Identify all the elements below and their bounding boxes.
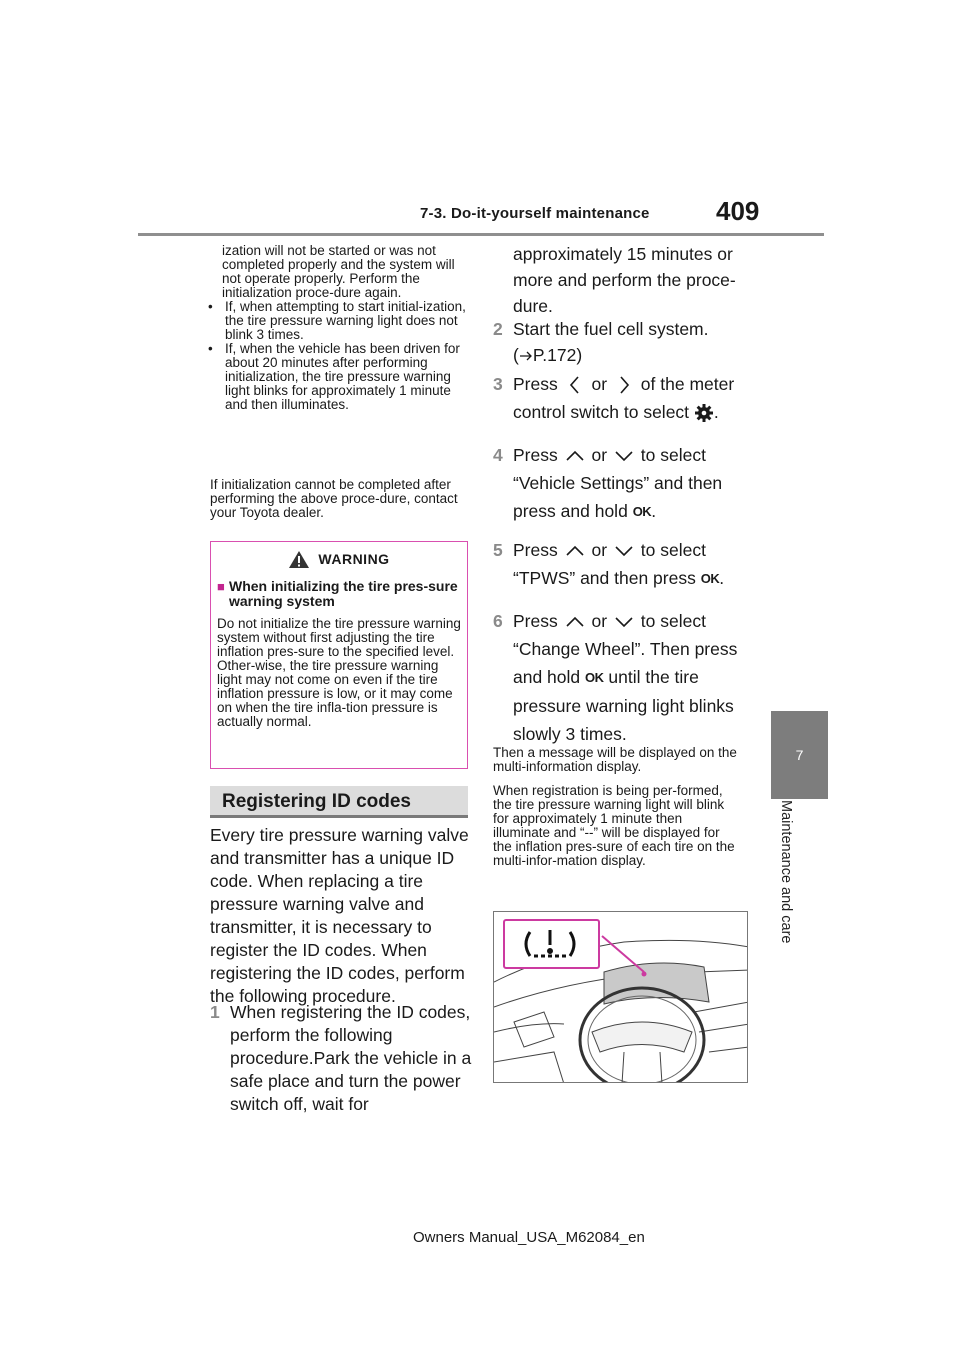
step-number: 2 — [493, 319, 503, 339]
result-note: Then a message will be displayed on the … — [493, 745, 737, 774]
step-text: or — [591, 540, 608, 560]
step-2: 2 Start the fuel cell system. (P.172) — [493, 316, 753, 368]
continued-text: ization will not be started or was not c… — [222, 243, 455, 300]
warning-title-text: When initializing the tire pres-sure war… — [229, 578, 458, 609]
list-item: •If, when attempting to start initial-iz… — [205, 300, 470, 342]
step-text: Press — [513, 374, 558, 394]
step-text: or — [591, 374, 608, 394]
step-number: 3 — [493, 374, 503, 394]
page-reference[interactable]: P.172 — [532, 345, 577, 365]
chevron-up-icon — [566, 617, 584, 627]
chapter-title: Maintenance and care — [778, 800, 794, 944]
chevron-down-icon — [615, 451, 633, 462]
chevron-down-icon — [615, 617, 633, 628]
step-6: 6 Press or to select “Change Wheel”. The… — [493, 607, 753, 748]
footer-doc-id: Owners Manual_USA_M62084_en — [413, 1229, 645, 1246]
gear-icon — [694, 404, 713, 423]
step-text: When registering the ID codes, perform t… — [230, 1002, 472, 1114]
list-item: •If, when the vehicle has been driven fo… — [205, 342, 470, 412]
step-text: pressure warning light blinks — [513, 696, 734, 717]
warning-label: WARNING — [318, 551, 390, 567]
bullet-text: If, when the vehicle has been driven for… — [225, 341, 460, 412]
chapter-tab: 7 — [771, 711, 828, 799]
step-text: Press — [513, 611, 558, 631]
chapter-number: 7 — [795, 747, 804, 763]
registration-note: When registration is being per-formed, t… — [493, 783, 735, 868]
ok-button-icon: OK — [585, 670, 604, 686]
chapter-side-label: Maintenance and care — [774, 800, 794, 990]
ok-button-icon: OK — [700, 571, 720, 587]
step-number: 4 — [493, 445, 503, 465]
step-3: 3 Press or of the meter control switch t… — [493, 370, 753, 426]
step-1: 1 When registering the ID codes, perform… — [210, 1001, 472, 1116]
warning-box: WARNING ■When initializing the tire pres… — [210, 541, 468, 769]
chevron-left-icon — [569, 376, 579, 394]
section-header: 7-3. Do-it-yourself maintenance — [420, 205, 650, 222]
step-text: Press — [513, 540, 558, 560]
step-text: or — [591, 445, 608, 465]
step-text: to select — [640, 540, 706, 560]
step-text: until the tire — [608, 667, 699, 687]
step-number: 5 — [493, 540, 503, 560]
intro-paragraph: Every tire pressure warning valve and tr… — [210, 825, 469, 1006]
page-number: 409 — [716, 196, 760, 226]
section-title: Registering ID codes — [210, 786, 468, 818]
chevron-up-icon — [566, 546, 584, 556]
step-1-continued: approximately 15 minutes or more and per… — [513, 244, 736, 316]
step-text: of the meter — [640, 374, 735, 394]
step-text: to select — [640, 611, 706, 631]
step-text: “Vehicle Settings” and then — [513, 473, 723, 493]
warning-title: ■When initializing the tire pres-sure wa… — [217, 579, 461, 609]
step-text: press and hold — [513, 501, 628, 521]
dashboard-illustration — [493, 911, 748, 1083]
step-text: . — [651, 501, 657, 521]
chevron-right-icon — [620, 376, 629, 394]
step-text: and hold — [513, 667, 581, 687]
step-text: “Change Wheel”. Then press — [513, 639, 738, 659]
warning-header: WARNING — [211, 547, 467, 571]
step-text: “TPWS” and then press — [513, 568, 696, 588]
step-number: 1 — [210, 1002, 220, 1022]
step-text: Press — [513, 445, 558, 465]
header-divider — [138, 233, 824, 236]
step-number: 6 — [493, 611, 503, 631]
continued-bullet-block: ization will not be started or was not c… — [205, 244, 470, 412]
step-text: control switch to select — [513, 402, 690, 422]
chevron-up-icon — [566, 451, 584, 461]
warning-triangle-icon — [289, 550, 310, 568]
step-4: 4 Press or to select “Vehicle Settings” … — [493, 441, 753, 526]
tire-pressure-warning-icon — [524, 930, 576, 958]
bullet-text: If, when attempting to start initial-iza… — [225, 299, 466, 342]
step-text: slowly 3 times. — [513, 724, 627, 745]
step-text: . — [713, 402, 719, 422]
chevron-down-icon — [615, 546, 633, 557]
step-5: 5 Press or to select “TPWS” and then pre… — [493, 536, 753, 593]
arrow-ref-icon — [519, 351, 532, 361]
dashboard-drawing — [494, 919, 747, 1082]
step-text: Start the fuel cell system. — [513, 319, 709, 339]
dealer-note: If initialization cannot be completed af… — [210, 477, 458, 520]
ok-button-icon: OK — [632, 504, 652, 520]
warning-body: Do not initialize the tire pressure warn… — [217, 616, 461, 729]
step-text: or — [591, 611, 608, 631]
step-text: . — [719, 568, 725, 588]
step-text: to select — [640, 445, 706, 465]
